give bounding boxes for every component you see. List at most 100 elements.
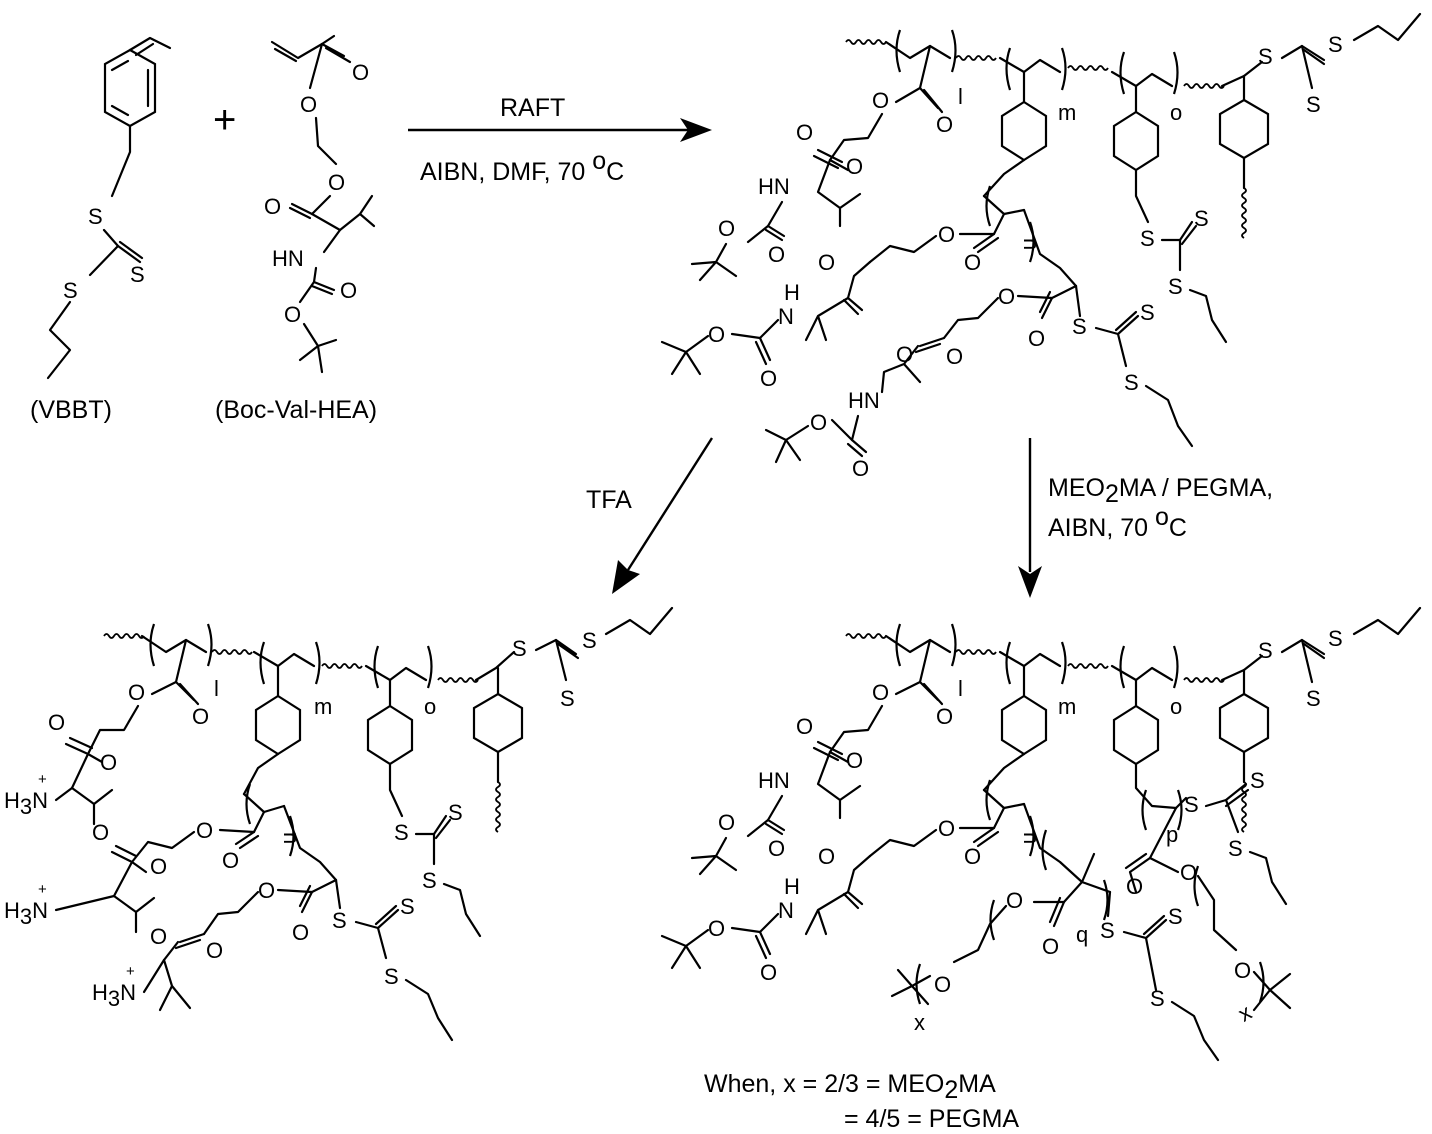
br-h-c: H xyxy=(784,874,800,899)
top-o-b5: O xyxy=(946,344,963,369)
top-index-o: o xyxy=(1170,100,1182,125)
br-index-n: n xyxy=(1019,832,1044,844)
top-index-n: n xyxy=(1019,238,1044,250)
bl-n-c-3: 3 xyxy=(108,986,120,1011)
bl-n-c-h: H xyxy=(92,980,108,1005)
br-index-q: q xyxy=(1076,922,1088,947)
bl-n-a: H3N xyxy=(4,788,48,819)
br-hn-a: HN xyxy=(758,768,790,793)
top-hn-a: HN xyxy=(758,174,790,199)
top-n-c: N xyxy=(778,304,794,329)
top-o-a3: O xyxy=(846,154,863,179)
br-o-c2: O xyxy=(760,960,777,985)
br-s1: S xyxy=(1258,638,1273,663)
top-s-d2: S xyxy=(1140,300,1155,325)
top-index-l: l xyxy=(958,84,963,109)
bl-s-d1: S xyxy=(332,908,347,933)
br-o-p3: O xyxy=(1234,958,1251,983)
bocval-hn: HN xyxy=(272,246,304,271)
top-o-a2: O xyxy=(872,88,889,113)
bl-o-a2: O xyxy=(128,680,145,705)
br-s-e1: S xyxy=(1184,792,1199,817)
br-o-p1: O xyxy=(1126,874,1143,899)
bl-n-a-plus: + xyxy=(38,771,47,788)
br-o-b2: O xyxy=(938,816,955,841)
br-o-c3: O xyxy=(708,916,725,941)
vbbt-s3-label: S xyxy=(63,278,78,303)
top-o-b3: O xyxy=(1028,326,1045,351)
br-s-d1: S xyxy=(1100,918,1115,943)
top-s-e3: S xyxy=(1168,274,1183,299)
br-s3: S xyxy=(1306,686,1321,711)
bl-o-b4: O xyxy=(92,820,109,845)
top-o-b7: O xyxy=(852,456,869,481)
br-o-a5: O xyxy=(768,836,785,861)
top-hn-b: HN xyxy=(848,388,880,413)
br-o-a4: O xyxy=(796,714,813,739)
bl-s-d2: S xyxy=(400,894,415,919)
bocval-o1: O xyxy=(352,60,369,85)
bl-s-e3: S xyxy=(422,868,437,893)
br-index-l: l xyxy=(958,676,963,701)
bl-o-a3: O xyxy=(100,750,117,775)
top-o-b1: O xyxy=(964,250,981,275)
grafting-degree: o xyxy=(1155,503,1169,531)
bl-s3: S xyxy=(560,686,575,711)
bl-o-b5: O xyxy=(292,920,309,945)
bl-o-b3: O xyxy=(150,854,167,879)
top-s-d1: S xyxy=(1072,314,1087,339)
bocval-o6: O xyxy=(284,302,301,327)
br-o-c1: O xyxy=(818,844,835,869)
br-o-a6: O xyxy=(718,810,735,835)
top-o-c3: O xyxy=(708,322,725,347)
top-o-b6: O xyxy=(896,342,913,367)
bl-o-b6: O xyxy=(258,878,275,903)
top-s-e1: S xyxy=(1140,226,1155,251)
top-o-b2: O xyxy=(938,222,955,247)
br-s-d2: S xyxy=(1168,904,1183,929)
top-o-c1: O xyxy=(818,250,835,275)
grafting-aibn: AIBN, 70 xyxy=(1048,514,1155,542)
br-index-p: p xyxy=(1166,822,1178,847)
copolymer-bottom-left: l m o S S S O O O O H3N + xyxy=(4,606,674,1042)
raft-conditions-main: AIBN, DMF, 70 xyxy=(420,158,592,186)
bl-n-c-plus: + xyxy=(126,963,135,980)
legend-line1-a: When, x = 2/3 = MEO xyxy=(704,1070,944,1098)
bl-index-o: o xyxy=(424,694,436,719)
br-index-o: o xyxy=(1170,694,1182,719)
copolymer-top-right: l m o S S S O O O O HN O O xyxy=(660,12,1422,481)
br-s-d3: S xyxy=(1150,986,1165,1011)
bl-o-a1: O xyxy=(192,704,209,729)
br-o-q2: O xyxy=(1006,888,1023,913)
br-o-a1: O xyxy=(936,704,953,729)
bl-o-b2: O xyxy=(196,818,213,843)
bl-s-e2: S xyxy=(448,800,463,825)
vbbt-s2-label: S xyxy=(130,262,145,287)
bl-s1: S xyxy=(512,636,527,661)
br-s2: S xyxy=(1328,626,1343,651)
top-s-chain2: S xyxy=(1328,32,1343,57)
bl-o-b7: O xyxy=(206,938,223,963)
top-o-c2: O xyxy=(760,366,777,391)
boc-val-hea-monomer: O O O O HN O O (Boc-Val-HEA) xyxy=(215,34,377,424)
vbbt-label: (VBBT) xyxy=(30,396,112,424)
bl-s-d3: S xyxy=(384,964,399,989)
grafting-conditions-line1: MEO2MA / PEGMA, xyxy=(1048,474,1273,508)
bocval-o4: O xyxy=(264,194,281,219)
grafting-meo-sub: 2 xyxy=(1105,480,1119,508)
legend-line1: When, x = 2/3 = MEO2MA xyxy=(704,1070,996,1104)
bl-o-b8: O xyxy=(150,924,167,949)
bl-s2: S xyxy=(582,628,597,653)
bocval-o3: O xyxy=(328,170,345,195)
grafting-unit: C xyxy=(1169,514,1187,542)
top-o-a4: O xyxy=(796,120,813,145)
bl-n-c: H3N xyxy=(92,980,136,1011)
bl-n-b-n: N xyxy=(32,898,48,923)
top-s-d3: S xyxy=(1124,370,1139,395)
bl-index-l: l xyxy=(214,676,219,701)
br-o-q3: O xyxy=(934,972,951,997)
top-index-m: m xyxy=(1058,100,1076,125)
bocval-o2: O xyxy=(300,92,317,117)
vbbt-monomer: S S S (VBBT) xyxy=(30,36,172,424)
grafting-meo: MEO xyxy=(1048,474,1105,502)
